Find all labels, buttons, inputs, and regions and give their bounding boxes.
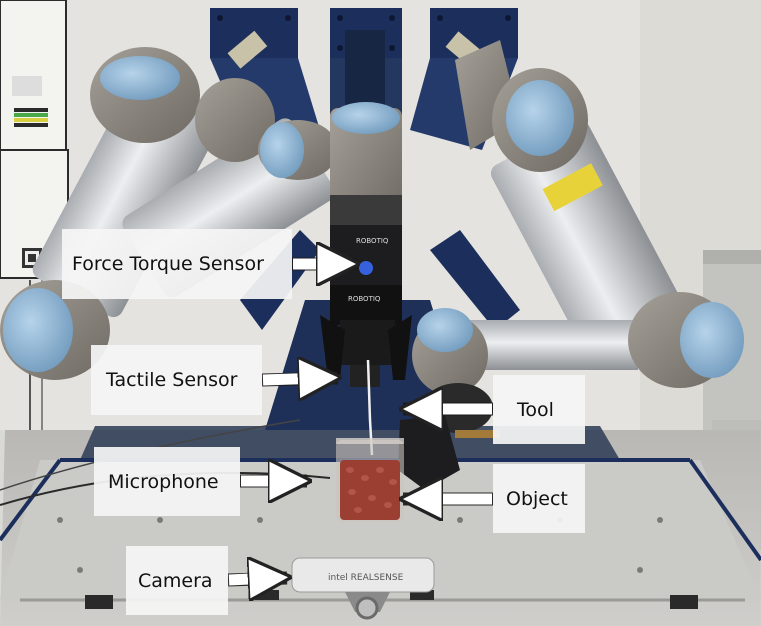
gripper-brand-face: ROBOTIQ	[348, 295, 381, 303]
arrow-camera	[228, 578, 272, 580]
gripper: ROBOTIQ ROBOTIQ	[320, 225, 412, 456]
robot-arm-center	[258, 102, 402, 225]
label-force-torque-sensor: Force Torque Sensor	[62, 229, 292, 299]
arrow-tactile	[262, 378, 322, 380]
label-camera: Camera	[126, 546, 228, 615]
label-tactile-sensor: Tactile Sensor	[91, 345, 262, 415]
robot-arm-right	[412, 40, 744, 433]
label-tool: Tool	[493, 375, 585, 444]
realsense-camera: intel REALSENSE	[291, 557, 435, 620]
tool	[398, 415, 500, 490]
bean-jar	[336, 438, 404, 522]
annotation-arrows	[227, 264, 493, 580]
label-microphone: Microphone	[94, 447, 240, 516]
gripper-brand-top: ROBOTIQ	[356, 237, 389, 245]
label-object: Object	[493, 464, 585, 533]
camera-brand: intel REALSENSE	[328, 573, 404, 583]
